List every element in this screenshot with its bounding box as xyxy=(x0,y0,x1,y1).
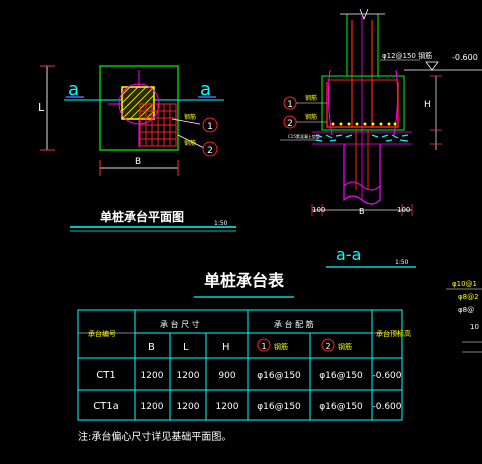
side-note-3: φ8@ xyxy=(458,306,474,314)
section-view: φ12@150 钢筋 -0.600 H 1 2 钢筋 钢筋 C15素混凝土垫层 … xyxy=(280,8,482,268)
side-note-4: 10 xyxy=(470,323,479,331)
side-note-1: φ10@1 xyxy=(452,280,477,288)
side-notes: φ10@1 φ8@2 φ8@ 10 xyxy=(446,280,482,353)
cell-elev: -0.600 xyxy=(372,371,401,381)
cell-rebar1: φ16@150 xyxy=(257,402,301,412)
leader-2 xyxy=(177,134,205,149)
plan-callout-1-text: 1 xyxy=(207,122,213,132)
bottom-bars xyxy=(331,122,397,126)
plan-scale: 1:50 xyxy=(214,220,228,227)
section-rebar-label-2: 钢筋 xyxy=(305,113,317,121)
cell-B: 1200 xyxy=(141,402,164,412)
table-note: 注:承台偏心尺寸详见基础平面图。 xyxy=(78,430,231,443)
cap-outline xyxy=(321,75,405,131)
table-row: CT1a 1200 1200 1200 φ16@150 φ16@150 -0.6… xyxy=(93,401,402,412)
section-rebar-label-1: 钢筋 xyxy=(305,94,317,102)
elevation-marker xyxy=(425,61,439,71)
section-scale: 1:50 xyxy=(395,259,409,266)
header-rebar: 承 台 配 筋 xyxy=(274,319,314,329)
cushion-label: C15素混凝土垫层 xyxy=(288,133,320,139)
cell-rebar1: φ16@150 xyxy=(257,371,301,381)
header-id: 承台编号 xyxy=(88,329,116,338)
section-dim-B: B xyxy=(359,207,365,216)
cap-side-left xyxy=(327,69,333,136)
plan-title: 单桩承台平面图 xyxy=(100,209,184,224)
plan-callout-2-text: 2 xyxy=(207,146,213,156)
section-title: a-a xyxy=(336,245,361,264)
cell-H: 1200 xyxy=(216,402,239,412)
side-note-2: φ8@2 xyxy=(458,293,479,301)
pile-break-mark xyxy=(343,181,381,191)
column-hatch xyxy=(121,86,155,120)
cell-L: 1200 xyxy=(177,402,200,412)
pile-cap-outline xyxy=(99,65,179,151)
header-rebar1-circle xyxy=(257,338,271,352)
header-rebar2-circle xyxy=(321,338,335,352)
cell-rebar2: φ16@150 xyxy=(319,402,363,412)
cap-rebar-frame xyxy=(326,82,399,128)
leader-1 xyxy=(171,118,201,125)
header-rebar2-num: 2 xyxy=(325,342,330,351)
table-row: CT1 1200 1200 900 φ16@150 φ16@150 -0.600 xyxy=(96,370,402,381)
rebar-grid xyxy=(139,103,177,147)
dim-B-label: B xyxy=(135,157,141,167)
plan-rebar-label-1: 钢筋 xyxy=(184,113,196,121)
plan-callout-2 xyxy=(202,141,218,157)
header-B: B xyxy=(148,342,155,353)
cell-id: CT1 xyxy=(96,370,115,381)
table-title: 单桩承台表 xyxy=(204,271,285,290)
section-callout-1-text: 1 xyxy=(287,100,293,110)
cell-B: 1200 xyxy=(141,371,164,381)
table-grid xyxy=(77,309,403,421)
header-L: L xyxy=(183,342,189,353)
pile-cap-table: 单桩承台表 承台编号 承 台 尺 寸 承 台 配 筋 承台顶标高 B L H 1… xyxy=(77,271,411,443)
pile-outline xyxy=(343,144,381,205)
top-rebar-label: φ12@150 钢筋 xyxy=(382,51,432,60)
plan-callout-1 xyxy=(202,117,218,133)
header-rebar1-txt: 钢筋 xyxy=(274,342,288,351)
header-rebar1-num: 1 xyxy=(261,342,266,351)
section-dim-left: 100 xyxy=(312,206,325,214)
column-break-mark xyxy=(359,8,369,21)
header-rebar2-txt: 钢筋 xyxy=(338,342,352,351)
plan-rebar-label-2: 钢筋 xyxy=(184,139,196,147)
cell-rebar2: φ16@150 xyxy=(319,371,363,381)
cell-id: CT1a xyxy=(93,401,119,412)
header-size: 承 台 尺 寸 xyxy=(160,319,200,329)
elevation-value: -0.600 xyxy=(452,53,478,62)
section-dim-right: 100 xyxy=(397,206,410,214)
header-H: H xyxy=(222,342,230,353)
cell-elev: -0.600 xyxy=(372,402,401,412)
section-mark-left: a xyxy=(68,79,79,100)
section-callout-2-text: 2 xyxy=(287,119,293,129)
dim-L-label: L xyxy=(38,101,45,114)
cell-L: 1200 xyxy=(177,371,200,381)
dim-H-label: H xyxy=(424,100,431,110)
cell-H: 900 xyxy=(218,371,235,381)
plan-view: L a a xyxy=(38,65,236,232)
section-mark-right: a xyxy=(200,79,211,100)
header-elev: 承台顶标高 xyxy=(376,329,411,338)
